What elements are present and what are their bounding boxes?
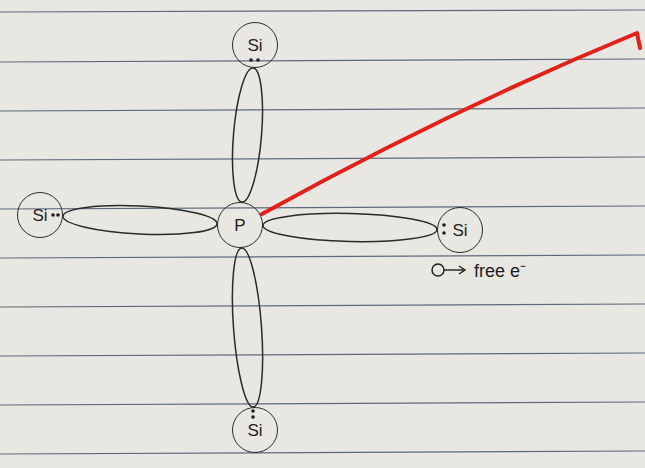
electron-dot (442, 231, 446, 235)
silicon-atom: Si (232, 22, 278, 68)
phosphorus-atom: P (217, 202, 263, 248)
electron-dot (251, 409, 255, 413)
atom-symbol: Si (247, 422, 262, 439)
silicon-atom: Si (437, 207, 483, 253)
electron-dot (251, 415, 255, 419)
electron-dot (249, 58, 253, 62)
electron-dot (56, 213, 60, 217)
atom-symbol: Si (32, 207, 47, 224)
legend-sample (430, 260, 470, 280)
bond-orbital (263, 212, 438, 244)
ruled-lines (0, 10, 645, 454)
bond-orbital (62, 202, 217, 238)
legend-text: free e⁻ (474, 258, 526, 282)
bond-orbital (228, 247, 268, 408)
electron-dot (51, 213, 55, 217)
silicon-atom: Si (17, 192, 63, 238)
silicon-atom: Si (232, 407, 278, 453)
electron-dot (256, 58, 260, 62)
atom-symbol: P (234, 217, 245, 234)
bond-orbital (228, 67, 267, 203)
atom-symbol: Si (247, 37, 262, 54)
red-marker-line (262, 33, 640, 214)
atom-symbol: Si (452, 222, 467, 239)
electron-dot (442, 223, 446, 227)
legend: free e⁻ (430, 258, 526, 282)
